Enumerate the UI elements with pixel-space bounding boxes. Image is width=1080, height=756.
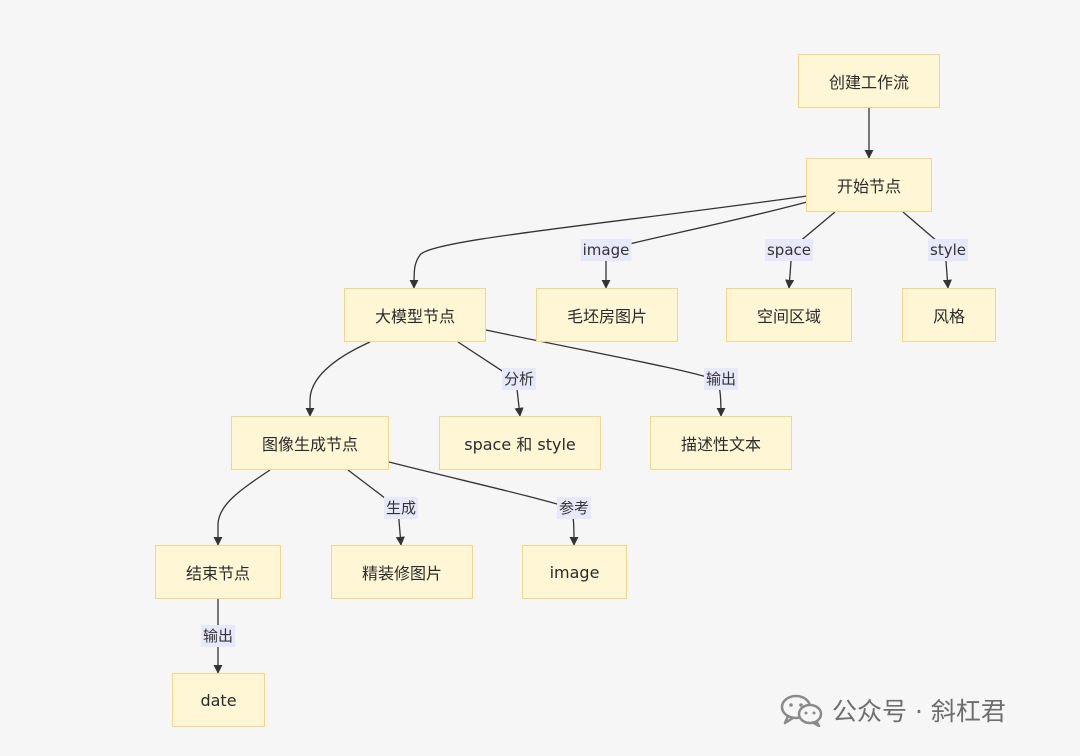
node-end[interactable]: 结束节点 [155,545,281,599]
node-llm[interactable]: 大模型节点 [344,288,486,342]
edge-label-analyze: 分析 [501,368,537,390]
node-image[interactable]: image [522,545,627,599]
node-create-workflow[interactable]: 创建工作流 [798,54,940,108]
edge-llm-to-desc [485,329,726,417]
edge-label-space: space [764,239,814,261]
edge-imagegen-to-end [213,469,271,546]
edge-label-style: style [928,239,968,261]
node-rough-image[interactable]: 毛坯房图片 [536,288,678,342]
watermark-text: 公众号 · 斜杠君 [832,697,1006,726]
edge-label-reference: 参考 [556,497,592,519]
node-space-area[interactable]: 空间区域 [726,288,852,342]
node-space-style[interactable]: space 和 style [439,416,601,470]
edge-label-image: image [580,239,632,261]
node-desc-text[interactable]: 描述性文本 [650,416,792,470]
edge-label-output-2: 输出 [200,625,236,647]
node-start[interactable]: 开始节点 [806,158,932,212]
node-date[interactable]: date [172,673,265,727]
edge-start-to-llm [409,195,808,289]
edge-llm-to-imagegen [305,341,371,417]
node-refined-image[interactable]: 精装修图片 [331,545,473,599]
edge-label-generate: 生成 [383,497,419,519]
edge-label-output-1: 输出 [703,368,739,390]
watermark: 公众号 · 斜杠君 [780,692,1006,728]
wechat-icon [780,694,823,727]
node-image-gen[interactable]: 图像生成节点 [231,416,389,470]
edge-imagegen-to-image [388,461,579,546]
node-style[interactable]: 风格 [902,288,996,342]
